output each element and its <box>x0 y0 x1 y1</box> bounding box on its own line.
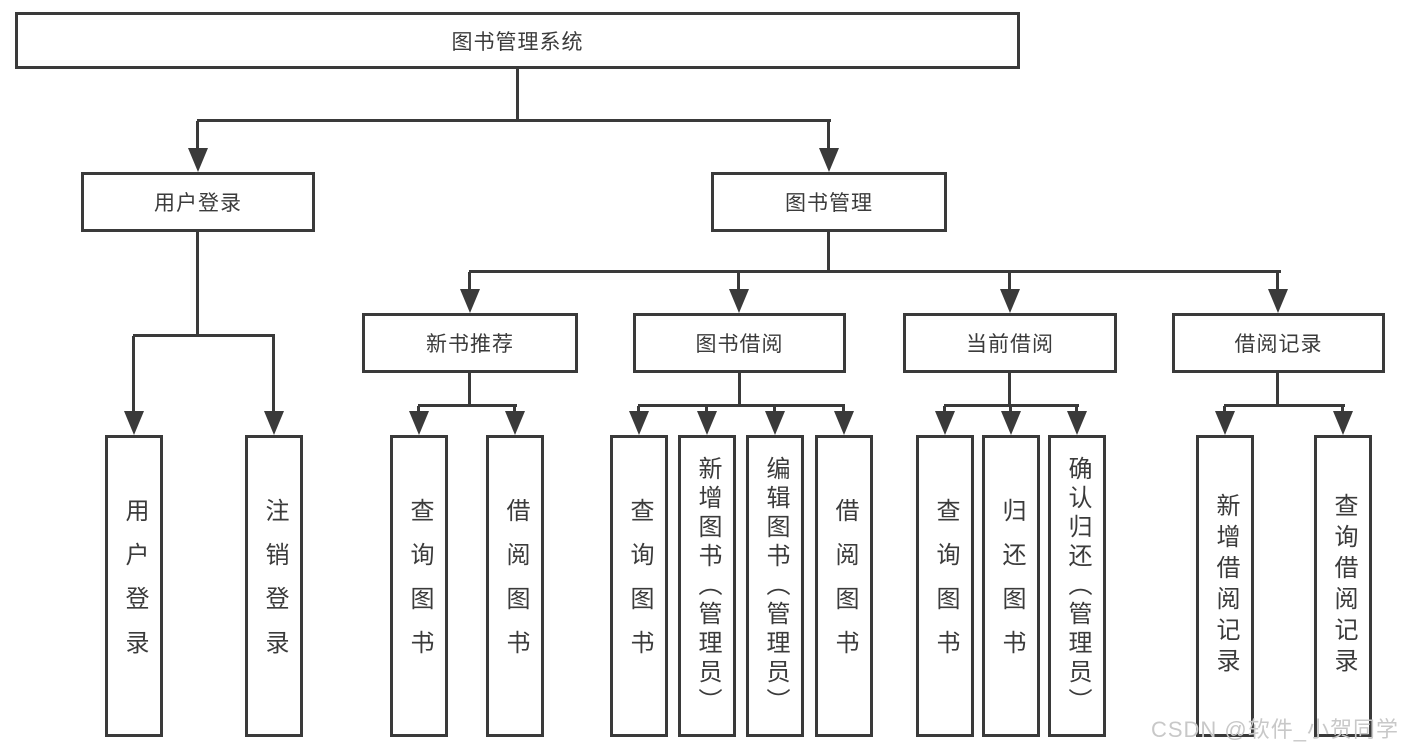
node-current-borrow: 当前借阅 <box>903 313 1117 373</box>
watermark: CSDN @软件_小贺同学 <box>1150 717 1399 742</box>
connector-borrow-hline <box>638 404 845 407</box>
arrow-borrow-leaf2 <box>697 411 717 435</box>
connector-records-stem <box>1276 272 1279 292</box>
connector-current-stem <box>1008 272 1011 292</box>
arrow-records-leaf1 <box>1215 411 1235 435</box>
node-leaf-user-login: 用户登录 <box>105 435 163 737</box>
node-leaf-edit-book-admin-label: 编辑图书（管理员） <box>762 455 789 717</box>
connector-current-vline <box>1008 373 1011 406</box>
node-leaf-confirm-return-admin: 确认归还（管理员） <box>1048 435 1106 737</box>
arrow-to-logout-leaf <box>264 411 284 435</box>
connector-recommend-leaf2-stem <box>513 406 516 413</box>
node-book-borrow-label: 图书借阅 <box>695 333 784 356</box>
connector-user-login-hline <box>133 334 275 337</box>
connector-current-hline <box>944 404 1079 407</box>
arrow-recommend-leaf1 <box>409 411 429 435</box>
connector-borrow-leaf2-stem <box>705 406 708 413</box>
node-borrow-records-label: 借阅记录 <box>1234 333 1323 356</box>
connector-recommend-stem <box>468 272 471 292</box>
connector-root-vline <box>516 69 519 121</box>
connector-book-mgmt-vline <box>827 232 830 272</box>
connector-user-login-stem <box>196 121 199 151</box>
connector-records-vline <box>1276 373 1279 406</box>
node-new-book-recommend-label: 新书推荐 <box>426 333 514 356</box>
connector-current-leaf2-stem <box>1009 406 1012 413</box>
node-leaf-borrow-books-recommend-label: 借阅图书 <box>502 498 529 674</box>
connector-records-hline <box>1224 404 1345 407</box>
node-root-label: 图书管理系统 <box>451 30 584 54</box>
node-current-borrow-label: 当前借阅 <box>966 333 1054 356</box>
node-leaf-confirm-return-admin-label: 确认归还（管理员） <box>1064 455 1091 717</box>
connector-login-leaf-stem <box>132 336 135 412</box>
node-book-management: 图书管理 <box>711 172 947 232</box>
node-book-management-label: 图书管理 <box>785 192 873 215</box>
node-leaf-logout: 注销登录 <box>245 435 303 737</box>
arrow-borrow-leaf3 <box>765 411 785 435</box>
arrow-records-leaf2 <box>1333 411 1353 435</box>
arrow-to-records <box>1268 289 1288 313</box>
node-leaf-edit-book-admin: 编辑图书（管理员） <box>746 435 804 737</box>
arrow-current-leaf2 <box>1001 411 1021 435</box>
connector-book-mgmt-hline <box>469 270 1281 273</box>
node-leaf-borrow-books-borrow-label: 借阅图书 <box>831 498 858 674</box>
node-book-borrow: 图书借阅 <box>633 313 846 373</box>
connector-records-leaf1-stem <box>1223 406 1226 413</box>
connector-records-leaf2-stem <box>1341 406 1344 413</box>
node-leaf-logout-label: 注销登录 <box>261 498 288 674</box>
node-leaf-add-borrow-record: 新增借阅记录 <box>1196 435 1254 737</box>
connector-recommend-hline <box>418 404 517 407</box>
connector-user-login-vline <box>196 232 199 336</box>
node-leaf-borrow-books-recommend: 借阅图书 <box>486 435 544 737</box>
node-leaf-query-books-current-label: 查询图书 <box>932 498 959 674</box>
node-borrow-records: 借阅记录 <box>1172 313 1385 373</box>
node-leaf-add-borrow-record-label: 新增借阅记录 <box>1212 493 1239 679</box>
node-leaf-query-books-recommend-label: 查询图书 <box>406 498 433 674</box>
connector-root-hline <box>197 119 831 122</box>
connector-recommend-vline <box>468 373 471 406</box>
node-leaf-return-book: 归还图书 <box>982 435 1040 737</box>
node-user-login-label: 用户登录 <box>154 192 242 215</box>
node-leaf-return-book-label: 归还图书 <box>998 498 1025 674</box>
connector-borrow-leaf3-stem <box>773 406 776 413</box>
connector-logout-leaf-stem <box>272 336 275 412</box>
arrow-to-login-leaf <box>124 411 144 435</box>
node-leaf-add-book-admin: 新增图书（管理员） <box>678 435 736 737</box>
connector-recommend-leaf1-stem <box>417 406 420 413</box>
arrow-current-leaf1 <box>935 411 955 435</box>
arrow-to-book-mgmt <box>819 148 839 172</box>
arrow-recommend-leaf2 <box>505 411 525 435</box>
connector-borrow-leaf4-stem <box>842 406 845 413</box>
node-leaf-add-book-admin-label: 新增图书（管理员） <box>694 455 721 717</box>
connector-book-mgmt-stem <box>827 121 830 151</box>
connector-borrow-stem <box>737 272 740 292</box>
connector-current-leaf1-stem <box>943 406 946 413</box>
node-leaf-query-books-current: 查询图书 <box>916 435 974 737</box>
node-leaf-borrow-books-borrow: 借阅图书 <box>815 435 873 737</box>
node-user-login: 用户登录 <box>81 172 315 232</box>
node-leaf-query-borrow-record-label: 查询借阅记录 <box>1330 493 1357 679</box>
arrow-to-user-login <box>188 148 208 172</box>
node-new-book-recommend: 新书推荐 <box>362 313 578 373</box>
node-leaf-query-books-recommend: 查询图书 <box>390 435 448 737</box>
arrow-to-recommend <box>460 289 480 313</box>
node-leaf-user-login-label: 用户登录 <box>121 498 148 674</box>
arrow-to-borrow <box>729 289 749 313</box>
connector-borrow-leaf1-stem <box>637 406 640 413</box>
arrow-current-leaf3 <box>1067 411 1087 435</box>
node-leaf-query-books-borrow-label: 查询图书 <box>626 498 653 674</box>
connector-borrow-vline <box>738 373 741 406</box>
node-root: 图书管理系统 <box>15 12 1020 69</box>
arrow-borrow-leaf4 <box>834 411 854 435</box>
arrow-to-current <box>1000 289 1020 313</box>
arrow-borrow-leaf1 <box>629 411 649 435</box>
node-leaf-query-books-borrow: 查询图书 <box>610 435 668 737</box>
node-leaf-query-borrow-record: 查询借阅记录 <box>1314 435 1372 737</box>
connector-current-leaf3-stem <box>1075 406 1078 413</box>
